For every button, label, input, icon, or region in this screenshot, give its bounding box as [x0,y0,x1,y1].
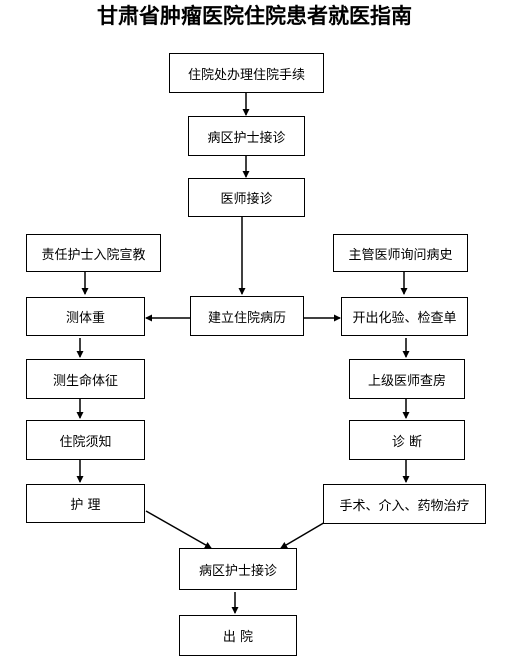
node-ward-nurse-reception-2: 病区护士接诊 [179,548,297,590]
node-treatment: 手术、介入、药物治疗 [323,484,486,524]
node-doctor-reception: 医师接诊 [188,178,305,217]
node-lab-orders: 开出化验、检查单 [341,297,468,336]
node-senior-rounds: 上级医师查房 [349,359,465,399]
node-weigh: 测体重 [26,297,145,336]
node-ward-nurse-reception: 病区护士接诊 [188,116,305,156]
node-nurse-briefing: 责任护士入院宣教 [26,234,161,272]
node-diagnosis: 诊 断 [349,420,465,460]
node-attending-history: 主管医师询问病史 [333,234,468,272]
arrow-nursing-to-nurse2 [145,510,212,549]
node-vitals: 测生命体征 [26,359,145,399]
page-title: 甘肃省肿瘤医院住院患者就医指南 [97,3,412,28]
node-discharge: 出 院 [179,615,297,656]
node-build-record: 建立住院病历 [190,296,304,336]
node-admission: 住院处办理住院手续 [169,53,324,93]
node-admission-notice: 住院须知 [26,420,145,460]
node-nursing: 护 理 [26,484,145,523]
